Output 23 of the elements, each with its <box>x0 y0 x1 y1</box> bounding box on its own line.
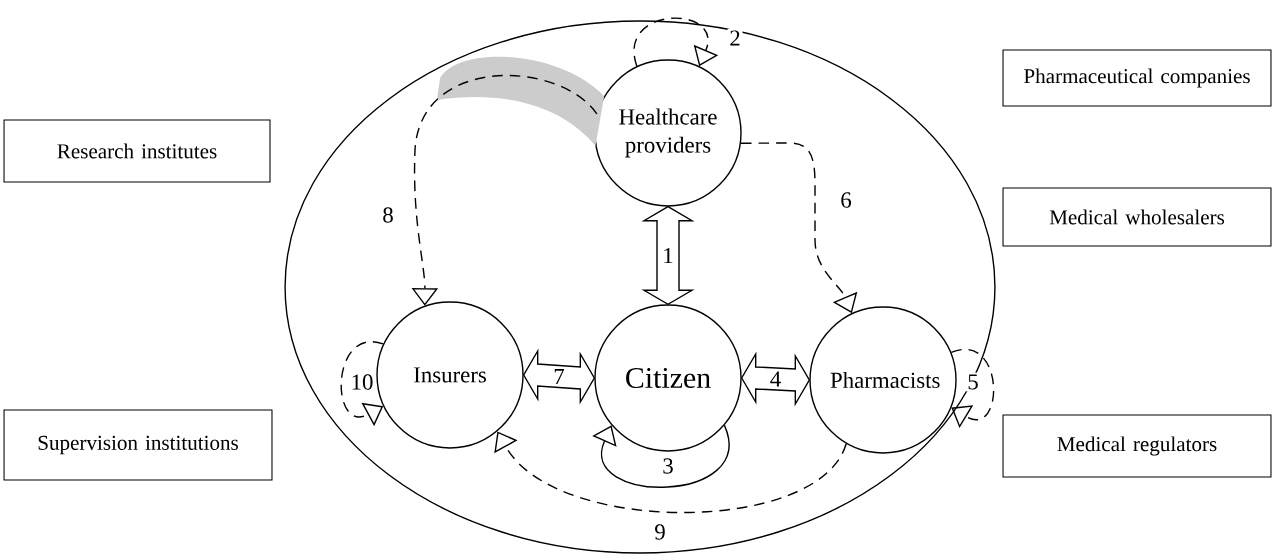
circle-node: Insurers <box>376 301 524 449</box>
edge-label: 2 <box>727 28 743 48</box>
edge-label: 6 <box>838 190 854 210</box>
label-box: Medical wholesalers <box>1002 187 1272 247</box>
circle-node: Pharmacists <box>809 306 957 454</box>
block-arrow <box>641 205 695 306</box>
edge-label: 8 <box>380 205 396 225</box>
circle-node: Healthcare providers <box>594 59 742 207</box>
circle-node: Citizen <box>594 304 742 452</box>
edge-label: 10 <box>348 372 376 392</box>
label-box: Research institutes <box>3 119 271 183</box>
loop-arrow <box>633 17 719 67</box>
edge-label: 4 <box>768 369 783 389</box>
label-box: Medical regulators <box>1002 414 1272 478</box>
edge-label: 3 <box>660 456 676 476</box>
ellipse-outline <box>284 20 996 554</box>
loop-arrow <box>950 348 995 429</box>
edge-label: 5 <box>965 372 981 392</box>
edge-label: 9 <box>652 522 668 542</box>
curved-arrow <box>494 431 847 514</box>
label-box: Pharmaceutical companies <box>1002 49 1272 107</box>
label-box: Supervision institutions <box>3 409 273 481</box>
loop-arrow <box>592 424 730 488</box>
